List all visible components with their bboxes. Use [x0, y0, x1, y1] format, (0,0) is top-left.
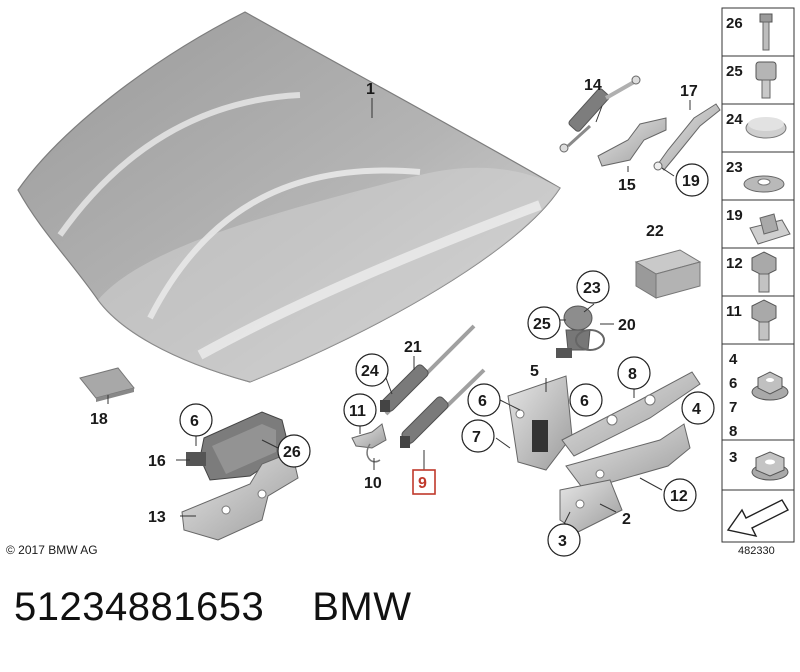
callout-6-c: 6	[580, 393, 589, 410]
callout-19: 19	[682, 173, 700, 190]
callout-21: 21	[404, 339, 422, 356]
diagram-id: 482330	[738, 545, 775, 557]
hinge-arm-part-8[interactable]	[561, 371, 701, 457]
panel-label-25: 25	[726, 63, 743, 80]
hood-part[interactable]	[17, 11, 561, 383]
panel-label-6: 6	[729, 375, 737, 392]
callout-6-a: 6	[190, 413, 199, 430]
callout-9: 9	[418, 475, 427, 492]
callout-24: 24	[361, 363, 379, 380]
callout-11: 11	[349, 403, 366, 420]
callout-circles	[179, 163, 715, 557]
link-part-17[interactable]	[653, 103, 721, 171]
parts-diagram: 1 14 17 15 19 22 23 25 20 21 24 11 10 9 …	[6, 7, 795, 557]
bolt-icon-26	[759, 13, 773, 51]
callout-10: 10	[364, 475, 382, 492]
socket-screw-icon-25	[755, 61, 777, 99]
hinge-base-part-2[interactable]	[559, 479, 623, 533]
callout-5: 5	[530, 363, 539, 380]
callout-2: 2	[622, 511, 631, 528]
callout-22: 22	[646, 223, 664, 240]
panel-label-8: 8	[729, 423, 737, 440]
panel-label-4: 4	[729, 351, 738, 368]
panel-label-19: 19	[726, 207, 743, 224]
panel-label-11: 11	[726, 303, 742, 320]
callout-6-b: 6	[478, 393, 487, 410]
callout-12: 12	[670, 488, 688, 505]
callout-18: 18	[90, 411, 108, 428]
callout-20: 20	[618, 317, 636, 334]
callout-23: 23	[583, 280, 601, 297]
footer: 51234881653 BMW	[14, 585, 411, 630]
box-part-22[interactable]	[634, 249, 702, 299]
callout-1: 1	[366, 81, 375, 98]
clip-part-10[interactable]	[351, 423, 387, 463]
clip-nut-icon-19	[749, 213, 791, 245]
panel-label-12: 12	[726, 255, 743, 272]
brand-name: BMW	[312, 585, 412, 629]
highlight-box	[412, 469, 436, 495]
bracket-part-13[interactable]	[181, 451, 299, 541]
callout-8: 8	[628, 366, 637, 383]
nut-icon-3	[751, 451, 789, 481]
callout-3: 3	[558, 533, 567, 550]
panel-label-3: 3	[729, 449, 737, 466]
copyright-text: © 2017 BMW AG	[6, 543, 98, 557]
callout-15: 15	[618, 177, 636, 194]
callout-16: 16	[148, 453, 166, 470]
gas-strut-part-21[interactable]	[380, 324, 476, 416]
hinge-bracket-part-5[interactable]	[507, 375, 573, 471]
leader-lines	[107, 98, 694, 525]
callout-26: 26	[283, 444, 301, 461]
callout-4: 4	[692, 401, 701, 418]
panel-label-26: 26	[726, 15, 743, 32]
part-number: 51234881653	[14, 585, 265, 629]
panel-label-23: 23	[726, 159, 743, 176]
callout-25: 25	[533, 316, 551, 333]
pad-part-18[interactable]	[79, 367, 135, 402]
arrow-icon	[726, 499, 789, 537]
washer-icon-23	[743, 175, 785, 193]
hex-bolt-icon-12	[751, 251, 777, 293]
hex-bolt-icon-11	[751, 299, 777, 341]
plug-icon-24	[745, 117, 787, 139]
gas-strut-part-14[interactable]	[559, 75, 641, 153]
flange-nut-icon-4678	[751, 371, 789, 401]
fastener-panel	[721, 7, 795, 543]
cable-part-20[interactable]	[556, 329, 605, 358]
callout-17: 17	[680, 83, 698, 100]
panel-label-7: 7	[729, 399, 737, 416]
bracket-part-15[interactable]	[597, 117, 667, 167]
buffer-part-23[interactable]	[563, 305, 593, 351]
callout-14: 14	[584, 77, 602, 94]
panel-label-24: 24	[726, 111, 743, 128]
callout-13: 13	[148, 509, 166, 526]
callout-7: 7	[472, 429, 481, 446]
gas-strut-part-9[interactable]	[400, 368, 486, 448]
